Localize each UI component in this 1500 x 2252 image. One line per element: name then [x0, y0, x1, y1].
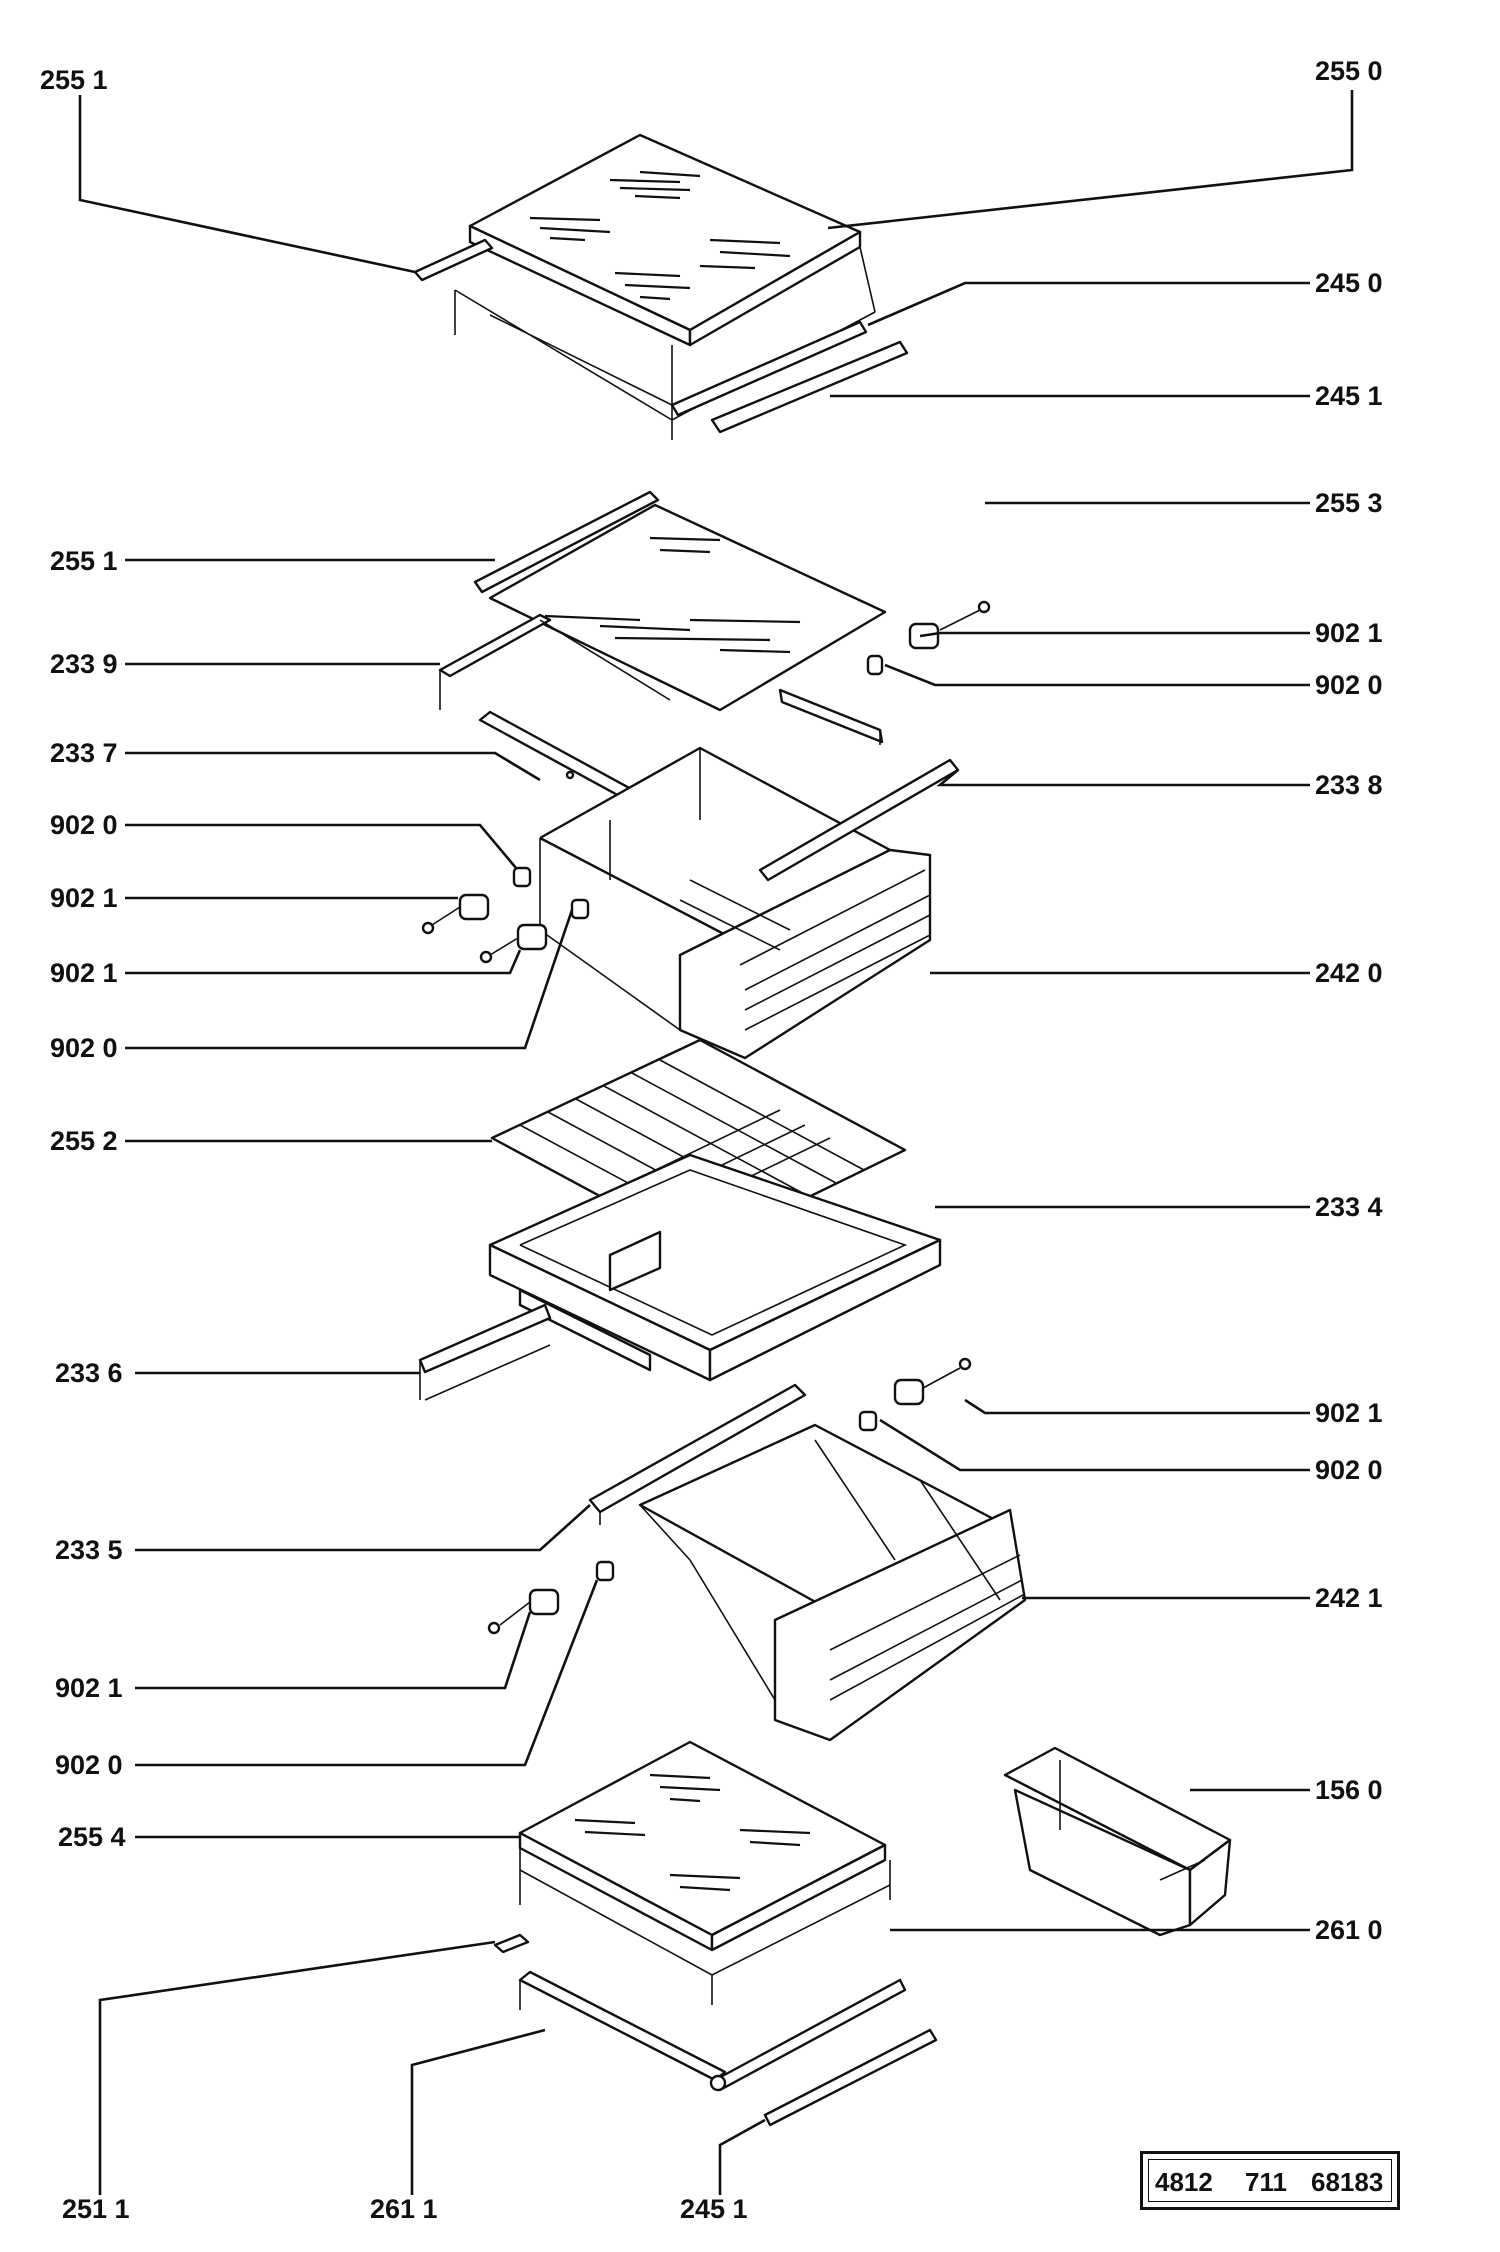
- label-2339: 233 9: [50, 649, 118, 679]
- label-1560: 156 0: [1315, 1775, 1383, 1805]
- label-9021-d: 902 1: [1315, 1398, 1383, 1428]
- label-2511: 251 1: [62, 2194, 130, 2224]
- label-2551-mid: 255 1: [50, 546, 118, 576]
- callout-labels: 255 1 255 0 245 0 245 1 255 1 255 3 233 …: [40, 56, 1383, 2224]
- crisper-tray-frame: [418, 1153, 942, 1401]
- label-2421: 242 1: [1315, 1583, 1383, 1613]
- label-9020-a: 902 0: [1315, 670, 1383, 700]
- label-2551-top: 255 1: [40, 65, 108, 95]
- document-number-part2: 711: [1245, 2167, 1287, 2197]
- label-2334: 233 4: [1315, 1192, 1383, 1222]
- door-bin: [1003, 1746, 1232, 1937]
- document-number-part3: 68183: [1311, 2167, 1384, 2197]
- label-2335: 233 5: [55, 1535, 123, 1565]
- label-2611: 261 1: [370, 2194, 438, 2224]
- document-number-part1: 4812: [1155, 2167, 1213, 2197]
- upper-drawer: [421, 746, 960, 1060]
- label-2610: 261 0: [1315, 1915, 1383, 1945]
- label-2450: 245 0: [1315, 268, 1383, 298]
- label-2554: 255 4: [58, 1822, 126, 1852]
- label-2420: 242 0: [1315, 958, 1383, 988]
- top-shelf-assembly: [413, 133, 909, 440]
- document-number-box: 4812 711 68183: [1140, 2151, 1400, 2210]
- leader-lines: [78, 90, 1354, 2195]
- label-2337: 233 7: [50, 738, 118, 768]
- label-9021-b: 902 1: [50, 883, 118, 913]
- document-number-inner-border: [1148, 2159, 1392, 2202]
- label-2552: 255 2: [50, 1126, 118, 1156]
- label-2451-top: 245 1: [1315, 381, 1383, 411]
- label-9020-c: 902 0: [50, 1033, 118, 1063]
- label-2338: 233 8: [1315, 770, 1383, 800]
- label-9020-e: 902 0: [55, 1750, 123, 1780]
- label-2451-bot: 245 1: [680, 2194, 748, 2224]
- label-9020-b: 902 0: [50, 810, 118, 840]
- label-9021-c: 902 1: [50, 958, 118, 988]
- label-2553: 255 3: [1315, 488, 1383, 518]
- bottom-shelf-assembly: [493, 1740, 938, 2127]
- label-2336: 233 6: [55, 1358, 123, 1388]
- label-9021-e: 902 1: [55, 1673, 123, 1703]
- lower-drawer: [487, 1357, 1027, 1742]
- label-9020-d: 902 0: [1315, 1455, 1383, 1485]
- label-2550: 255 0: [1315, 56, 1383, 86]
- label-9021-a: 902 1: [1315, 618, 1383, 648]
